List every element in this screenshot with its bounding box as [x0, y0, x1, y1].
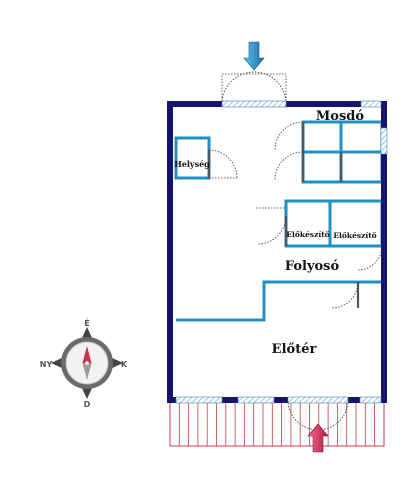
door-swings — [208, 71, 383, 431]
room-label-folyoso: Folyosó — [285, 259, 340, 274]
room-label-elokeszito-1: Előkészítő — [286, 230, 329, 239]
compass-east-label: K — [121, 360, 128, 369]
terrace — [169, 399, 385, 447]
arrow-down-icon — [243, 41, 265, 71]
compass-south-label: D — [84, 400, 91, 409]
arrow-up-icon — [307, 423, 329, 453]
room-label-helyseg: Helység — [174, 159, 210, 169]
inner-walls — [174, 120, 384, 322]
compass-icon: É D K NY — [40, 317, 128, 409]
compass-west-label: NY — [40, 360, 53, 369]
room-label-mosdo: Mosdó — [316, 109, 364, 124]
compass-north-label: É — [84, 317, 89, 328]
windows — [175, 100, 388, 404]
outer-walls — [167, 101, 387, 403]
room-label-elokeszito-2: Előkészítő — [333, 231, 376, 240]
room-label-eloter: Előtér — [272, 342, 317, 357]
door-leaves — [207, 122, 360, 308]
